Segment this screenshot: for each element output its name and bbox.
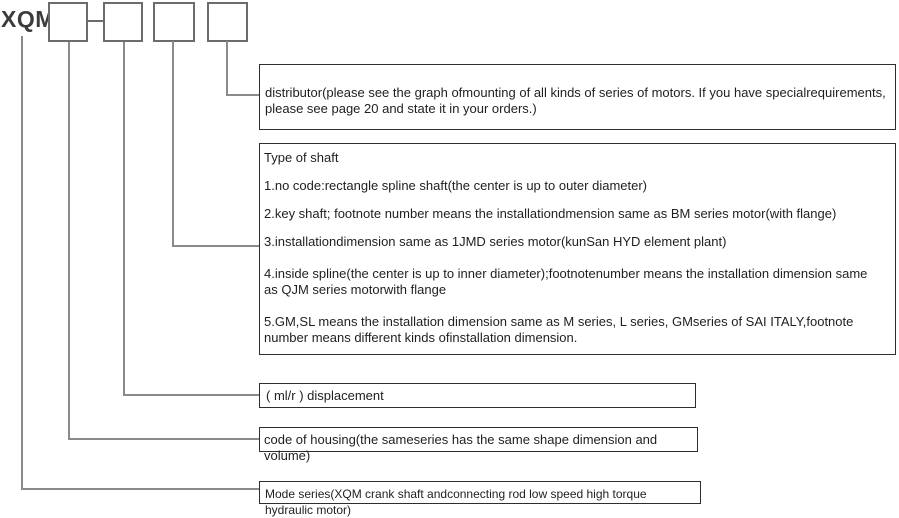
displacement-text: ( ml/r ) displacement: [266, 388, 384, 403]
shaft-type-item: 5.GM,SL means the installation dimension…: [264, 314, 854, 329]
shaft-type-item: 1.no code:rectangle spline shaft(the cen…: [264, 178, 647, 193]
connector-box1-to-housing: [68, 42, 259, 440]
connector-box2-to-displacement: [123, 42, 259, 396]
shaft-type-item: 2.key shaft; footnote number means the i…: [264, 206, 837, 221]
shaft-type-item: 3.installationdimension same as 1JMD ser…: [264, 234, 727, 249]
code-box-4: [207, 2, 248, 42]
mode-series-callout: Mode series(XQM crank shaft andconnectin…: [259, 481, 701, 517]
shaft-type-callout: Type of shaft 1.no code:rectangle spline…: [259, 143, 896, 355]
code-box-3: [153, 2, 195, 42]
connector-box3-to-shaft-type: [172, 41, 259, 247]
mode-series-text: Mode series(XQM crank shaft andconnectin…: [265, 487, 647, 517]
displacement-callout: ( ml/r ) displacement: [259, 383, 696, 408]
distributor-text-line: please see page 20 and state it in your …: [265, 101, 537, 116]
code-box-2: [103, 2, 143, 42]
housing-code-text: code of housing(the sameseries has the s…: [264, 432, 658, 463]
distributor-callout: distributor(please see the graph ofmount…: [259, 64, 896, 130]
model-prefix-label: XQM: [1, 6, 55, 32]
shaft-type-item: 4.inside spline(the center is up to inne…: [264, 266, 868, 281]
code-box-1: [48, 2, 88, 42]
connector-box4-to-distributor: [226, 41, 259, 96]
connector-prefix-to-mode-series: [21, 36, 259, 490]
shaft-type-title: Type of shaft: [264, 150, 339, 165]
housing-code-callout: code of housing(the sameseries has the s…: [259, 427, 698, 463]
distributor-text-line: distributor(please see the graph ofmount…: [265, 85, 886, 100]
shaft-type-item-continuation: number means different kinds ofinstallat…: [264, 330, 578, 345]
code-separator-dash: [88, 20, 103, 22]
shaft-type-item-continuation: as QJM series motorwith flange: [264, 282, 447, 297]
